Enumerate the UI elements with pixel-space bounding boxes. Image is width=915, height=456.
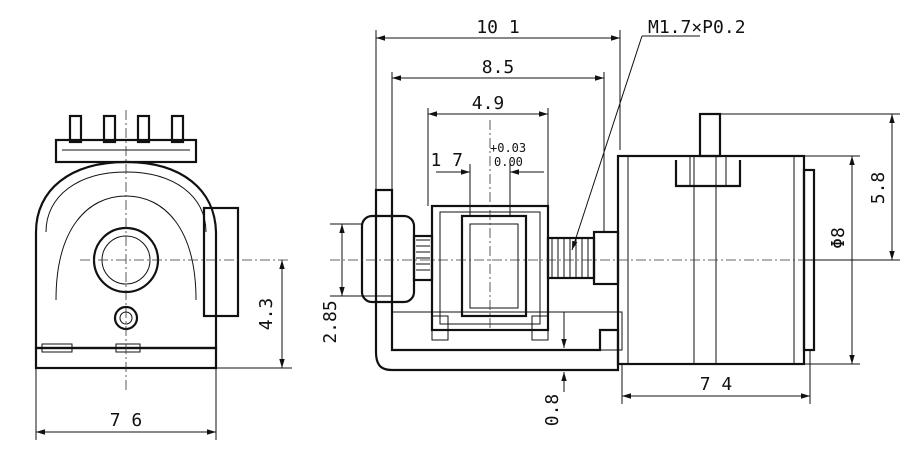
side-tab	[202, 206, 240, 318]
motor-housing	[34, 160, 218, 350]
dim-motor-length: 7 4	[700, 374, 733, 395]
end-bearing	[360, 214, 416, 304]
dim-overall-length: 10 1	[476, 17, 519, 38]
side-view: 10 1 8.5 4.9 1 7 +0.03 0.00 M1.7×P0.2 2.…	[320, 17, 900, 426]
dim-motor-diameter: Φ8	[828, 227, 849, 249]
bracket-plate	[391, 311, 623, 351]
terminal-pins	[68, 114, 185, 144]
dim-front-width: 7 6	[110, 410, 143, 431]
dim-slot-width: 1 7	[430, 150, 463, 171]
dim-tol-upper: +0.03	[490, 141, 526, 155]
dim-front-height: 4.3	[256, 298, 277, 331]
dim-bracket-length: 8.5	[482, 57, 515, 78]
front-view: 7 6 4.3	[34, 110, 292, 440]
dim-thread-spec: M1.7×P0.2	[648, 17, 746, 38]
dim-inner-length: 4.9	[472, 93, 505, 114]
lead-screw	[546, 236, 596, 280]
dim-plate-thickness: 0.8	[542, 394, 563, 427]
motor-connector	[698, 112, 722, 158]
dim-shaft-offset: 2.85	[320, 300, 341, 343]
dim-motor-height: 5.8	[868, 172, 889, 205]
dim-tol-lower: 0.00	[494, 155, 523, 169]
